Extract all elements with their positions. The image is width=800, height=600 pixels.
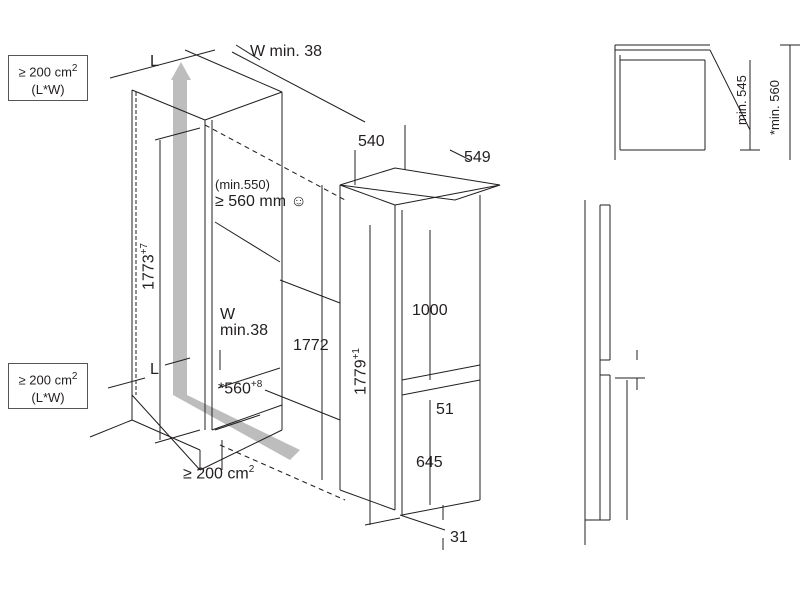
side-section-bottom xyxy=(584,200,645,545)
niche-width-tolerance: +8 xyxy=(250,379,263,390)
niche-height-tolerance: +7 xyxy=(139,243,150,255)
vent-area-label: ≥ 200 cm xyxy=(18,372,72,388)
appliance-height-tolerance: +1 xyxy=(351,348,362,360)
niche-depth: ≥ 560 mm ☺ xyxy=(215,193,307,210)
appliance-height-value: 1779 xyxy=(352,359,370,395)
height-1772: 1772 xyxy=(293,337,329,354)
bottom-L-label: L xyxy=(150,361,159,378)
side-min-545: min. 545 xyxy=(734,75,749,125)
top-ventilation-box: ≥ 200 cm2 (L*W) xyxy=(8,55,88,101)
plinth-vent-sup: 2 xyxy=(248,464,255,475)
vent-area-sup: 2 xyxy=(71,63,78,74)
niche-depth-min: (min.550) xyxy=(215,177,270,192)
dim-51: 51 xyxy=(436,401,454,418)
depth-549: 549 xyxy=(464,149,491,166)
cabinet-niche xyxy=(89,49,366,501)
top-W-label: W min. 38 xyxy=(250,43,323,60)
dimension-lines xyxy=(107,44,323,480)
appliance xyxy=(339,125,501,550)
bottom-W-letter: W xyxy=(220,306,236,323)
niche-height: 1773+7 xyxy=(139,243,158,290)
top-L-label: L xyxy=(150,53,159,70)
airflow-arrow xyxy=(171,62,300,460)
width-540: 540 xyxy=(358,133,385,150)
side-section-top xyxy=(614,44,800,160)
dim-31: 31 xyxy=(450,529,468,546)
niche-width-value: *560 xyxy=(218,380,251,398)
niche-height-value: 1773 xyxy=(140,254,158,290)
vent-formula: (L*W) xyxy=(31,390,65,406)
vent-area-label: ≥ 200 cm xyxy=(18,64,72,80)
vent-formula: (L*W) xyxy=(31,82,65,98)
plinth-vent-value: ≥ 200 cm xyxy=(183,465,249,483)
appliance-height: 1779+1 xyxy=(351,348,370,395)
dim-645: 645 xyxy=(416,454,443,471)
niche-width: *560+8 xyxy=(218,380,262,397)
bottom-W-min: min.38 xyxy=(220,322,269,339)
dim-1000: 1000 xyxy=(412,302,448,319)
vent-area-sup: 2 xyxy=(71,371,78,382)
bottom-ventilation-box: ≥ 200 cm2 (L*W) xyxy=(8,363,88,409)
plinth-vent-label: ≥ 200 cm2 xyxy=(183,465,254,482)
side-min-560: *min. 560 xyxy=(767,80,782,135)
